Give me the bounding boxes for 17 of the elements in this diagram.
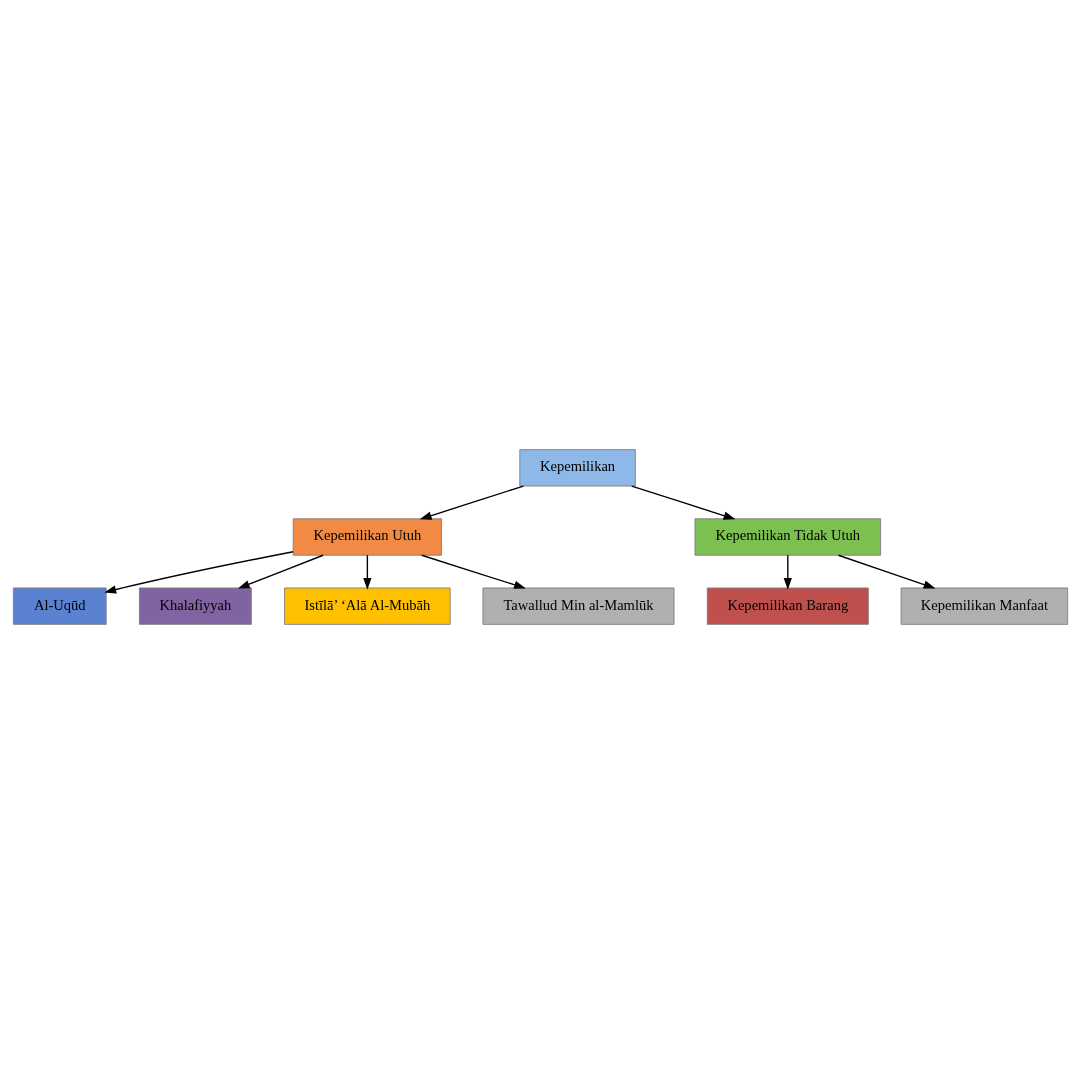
node-box: Khalafiyyah [138, 587, 252, 625]
arrow [837, 554, 936, 589]
arrow [631, 485, 736, 520]
arrow [237, 554, 324, 589]
node-box: Kepemilikan [519, 449, 636, 487]
node-box: Al-Uqūd [12, 587, 107, 625]
node-box: Kepemilikan Tidak Utuh [694, 518, 882, 556]
node-box: Istīlā’ ‘Alā Al-Mubāh [284, 587, 451, 625]
node-box: Kepemilikan Utuh [292, 518, 442, 556]
arrow [783, 554, 792, 590]
arrow [363, 554, 372, 590]
arrow [104, 551, 294, 594]
node-box: Kepemilikan Barang [706, 587, 869, 625]
arrow [419, 485, 525, 520]
node-box: Tawallud Min al-Mamlūk [482, 587, 675, 625]
arrow [421, 554, 526, 589]
node-box: Kepemilikan Manfaat [900, 587, 1069, 625]
